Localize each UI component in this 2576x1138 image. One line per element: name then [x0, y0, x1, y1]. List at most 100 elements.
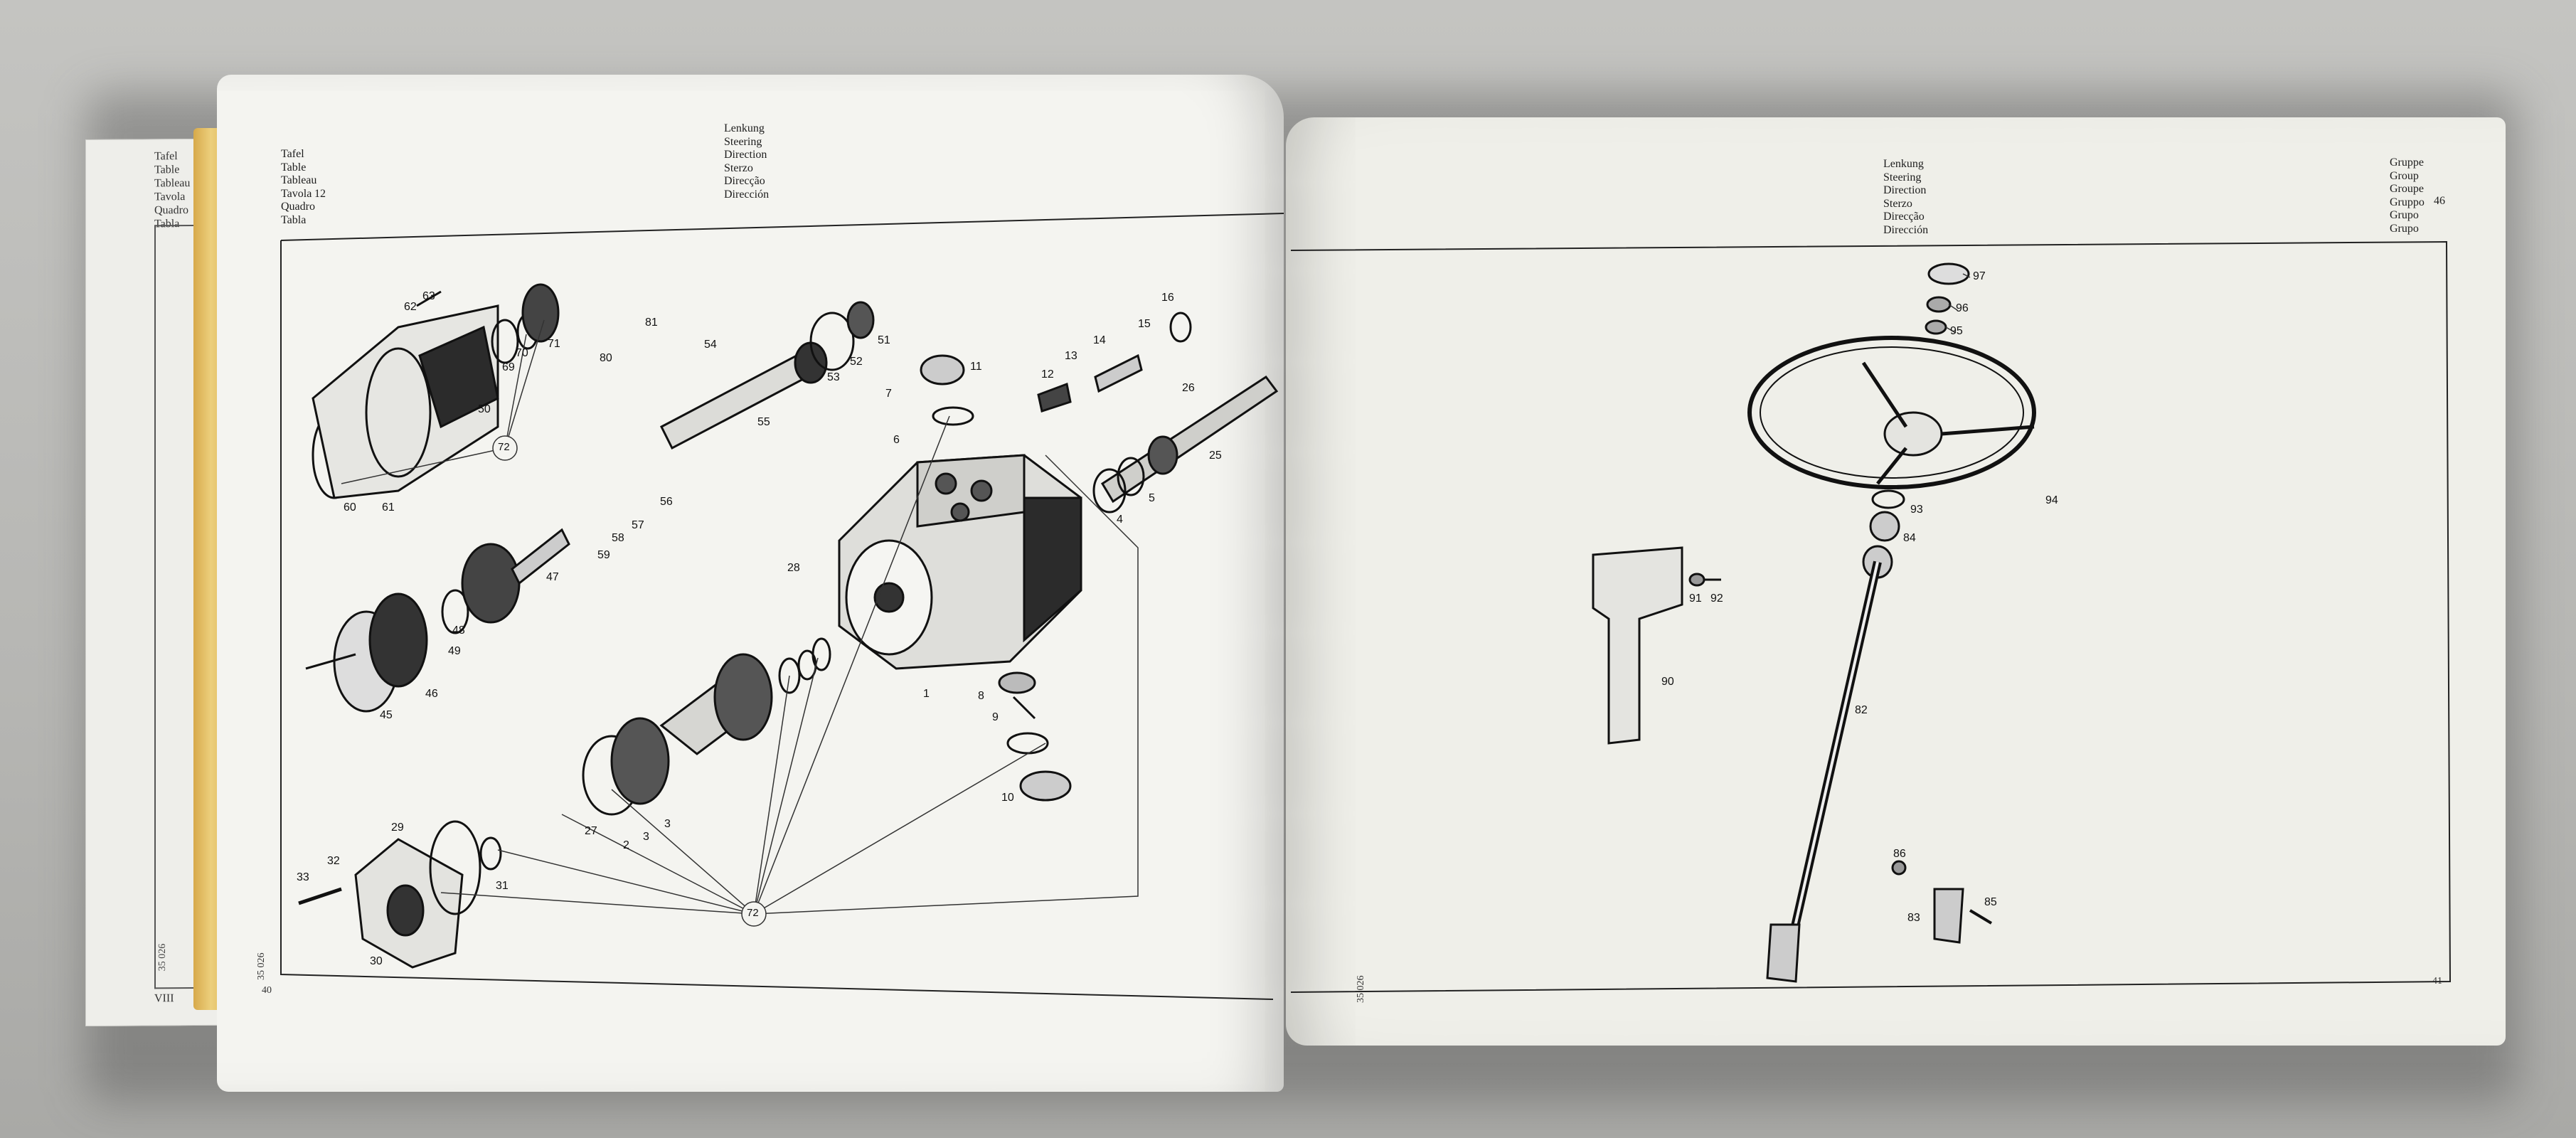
callout-number: 72	[747, 907, 759, 919]
part-label: 11	[970, 361, 982, 373]
part-label: 46	[425, 688, 438, 700]
housing-dark	[418, 325, 499, 429]
part-label: 61	[382, 501, 395, 514]
part-label: 7	[885, 388, 892, 400]
part-label: 4	[1117, 514, 1123, 526]
header-title-line: Lenkung	[1883, 158, 1924, 170]
part-label: 58	[612, 532, 624, 544]
part-label: 70	[516, 347, 528, 359]
o-ring	[932, 406, 974, 426]
steering-wheel-rim	[1747, 336, 2036, 489]
cap	[1927, 262, 1970, 285]
spline-coupling	[1869, 511, 1900, 542]
part-label: 83	[1907, 912, 1920, 924]
part-label: 2	[623, 839, 629, 851]
part-label: 48	[452, 624, 465, 637]
part-label: 71	[548, 338, 560, 350]
right-header-title: Lenkung Steering Direction Sterzo Direcç…	[1883, 158, 1928, 237]
header-title-line: Dirección	[1883, 223, 1929, 236]
part-label: 62	[404, 301, 417, 313]
part-label: 52	[850, 356, 863, 368]
part-label: 14	[1093, 334, 1106, 346]
plug	[1019, 770, 1072, 802]
header-title-line: Direcção	[1883, 211, 1925, 223]
part-label: 15	[1138, 318, 1151, 330]
part-label: 29	[391, 821, 404, 834]
part-label: 8	[978, 690, 984, 702]
part-label: 96	[1956, 302, 1969, 314]
header-group-line: Gruppe	[2390, 156, 2424, 169]
part-label: 32	[327, 855, 340, 867]
part-label: 84	[1903, 532, 1916, 544]
part-label: 93	[1910, 504, 1923, 516]
nut	[920, 354, 965, 385]
part-label: 81	[645, 317, 658, 329]
part-label: 9	[992, 711, 999, 723]
rotor-ring	[610, 717, 670, 805]
part-label: 69	[502, 361, 515, 373]
header-title-line: Sterzo	[724, 161, 753, 174]
column-bracket	[1592, 546, 1683, 745]
header-label: Tavola	[281, 187, 312, 200]
part-label: 6	[893, 434, 900, 446]
callout-circle-bottom	[741, 901, 767, 927]
header-title-line: Dirección	[724, 188, 770, 201]
left-frame	[280, 240, 1274, 1000]
part-label: 53	[827, 371, 840, 383]
part-label: 90	[1661, 676, 1674, 688]
part-label: 92	[1710, 592, 1723, 605]
header-label: Tafel	[281, 148, 304, 160]
left-header-rule	[280, 213, 1284, 241]
right-page	[1286, 117, 2506, 1046]
part-label: 10	[1001, 792, 1014, 804]
header-group-line: Groupe	[2390, 183, 2424, 195]
gear	[461, 543, 521, 624]
part-label: 51	[878, 334, 890, 346]
header-label: Tableau	[281, 174, 317, 186]
part-label: 97	[1973, 270, 1986, 282]
right-frame	[1290, 240, 2452, 993]
needle-bearing	[809, 312, 855, 371]
part-label: 57	[632, 519, 644, 531]
spring	[1094, 353, 1143, 393]
right-header-group: Gruppe Group Groupe Gruppo Grupo Grupo	[2390, 156, 2425, 235]
left-exploded-parts	[298, 283, 1279, 969]
part-label: 86	[1893, 848, 1906, 860]
part-label: 45	[380, 709, 393, 721]
right-steering-parts	[1592, 262, 2036, 983]
header-title-line: Sterzo	[1883, 197, 1912, 210]
header-title-line: Steering	[1883, 171, 1922, 184]
spool-shaft	[1100, 375, 1279, 504]
part-label: 12	[1041, 368, 1054, 381]
part-label: 27	[585, 825, 597, 837]
header-group-line: Group	[2390, 169, 2419, 182]
part-label: 28	[787, 562, 800, 574]
header-title-line: Steering	[724, 135, 762, 148]
flange-face	[365, 347, 432, 478]
part-label: 5	[1149, 492, 1155, 504]
part-label: 82	[1855, 704, 1868, 716]
left-page-number: 40	[262, 985, 272, 996]
group-number: 46	[2434, 195, 2445, 207]
o-ring-lower	[1006, 732, 1049, 755]
part-label: 26	[1182, 382, 1195, 394]
part-label: 30	[370, 955, 383, 967]
part-label: 31	[496, 880, 509, 892]
o-ring	[1871, 489, 1905, 509]
header-title-line: Lenkung	[724, 122, 765, 134]
part-label: 47	[546, 571, 559, 583]
part-label: 3	[643, 831, 649, 843]
part-label: 91	[1689, 592, 1702, 605]
part-label: 94	[2045, 494, 2058, 506]
part-label: 16	[1161, 292, 1174, 304]
part-label: 49	[448, 645, 461, 657]
header-group-line: Grupo	[2390, 222, 2419, 235]
part-label: 3	[664, 818, 671, 830]
callout-number: 72	[498, 441, 510, 453]
header-group-line: Gruppo	[2390, 196, 2425, 208]
part-label: 80	[600, 352, 612, 364]
header-label: Table	[281, 161, 307, 174]
callout-leader-lines	[341, 319, 1139, 927]
part-label: 56	[660, 496, 673, 508]
part-label: 60	[344, 501, 356, 514]
